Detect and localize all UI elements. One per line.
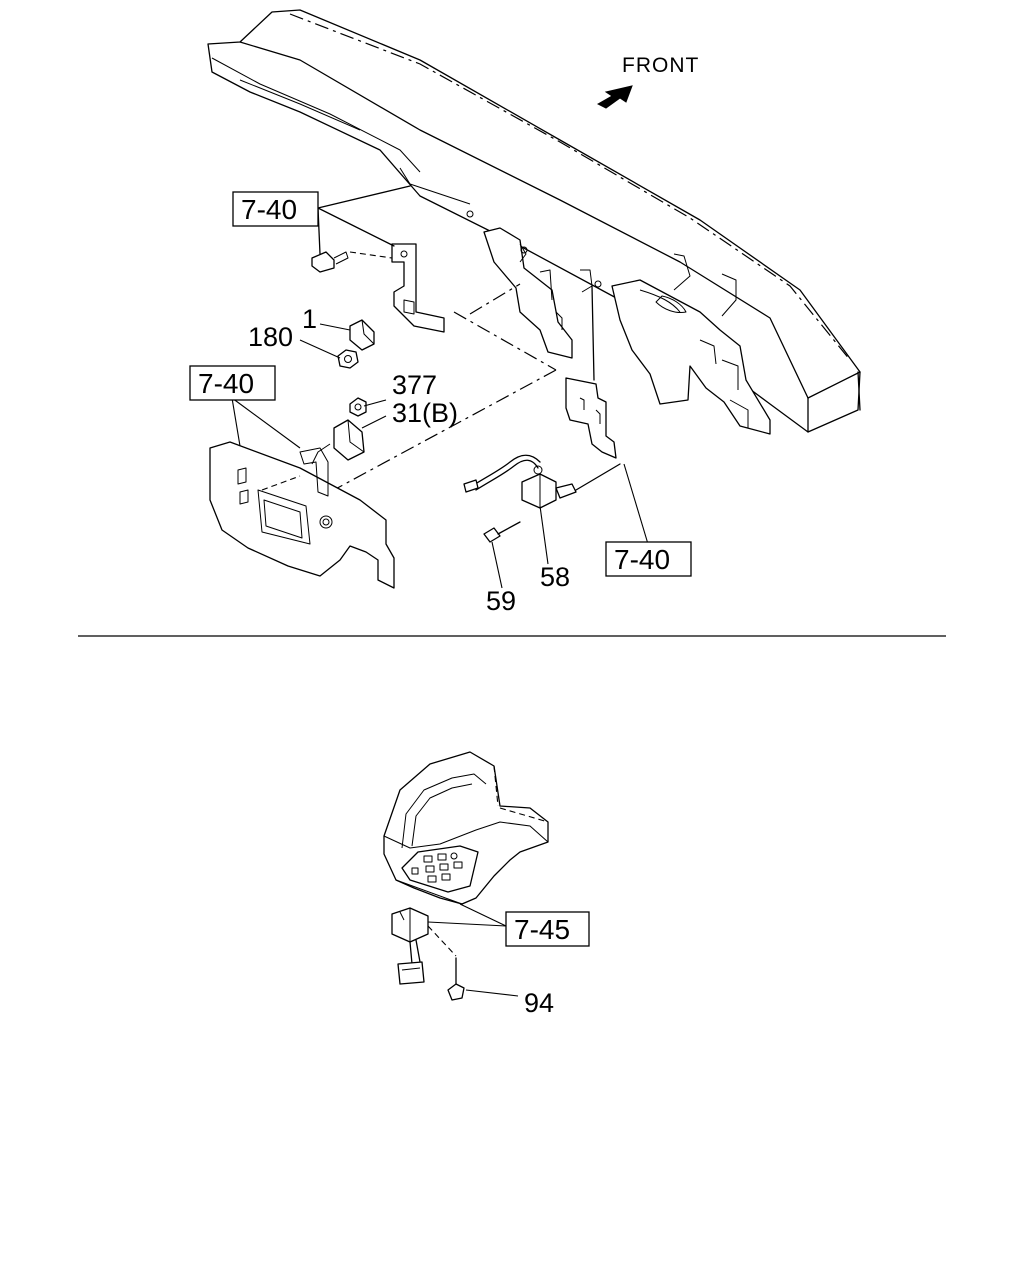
instrument-cover: [209, 441, 395, 589]
sensor-harness: [463, 454, 621, 509]
retainer-clip: [349, 319, 375, 351]
leader-lines-top: [231, 323, 649, 589]
part-label-59: 59: [486, 586, 516, 616]
switch-module: [311, 419, 365, 465]
ref-box-7-40-b: 7-40: [189, 365, 276, 401]
leader-lines-bottom: [427, 903, 507, 927]
ref-box-7-40-a: 7-40: [232, 191, 319, 227]
bolt: [311, 251, 349, 273]
dashboard-panel: [207, 9, 861, 435]
front-label: FRONT: [622, 54, 699, 77]
nut-180: [337, 349, 359, 369]
connector-lines-top: [317, 185, 595, 493]
part-label-180: 180: [248, 322, 293, 352]
svg-text:7-40: 7-40: [614, 544, 670, 575]
part-label-31b: 31(B): [392, 398, 458, 428]
front-arrow-icon: [596, 85, 633, 109]
part-label-1: 1: [302, 304, 317, 334]
svg-text:7-40: 7-40: [198, 368, 254, 399]
part-label-94: 94: [524, 988, 554, 1018]
console-switch: [391, 907, 457, 985]
support-bracket: [391, 243, 445, 333]
part-label-58: 58: [540, 562, 570, 592]
svg-text:7-45: 7-45: [514, 914, 570, 945]
ref-box-7-45: 7-45: [505, 911, 590, 947]
svg-text:7-40: 7-40: [241, 194, 297, 225]
center-stay-bracket: [565, 377, 617, 459]
part-label-377: 377: [392, 370, 437, 400]
screw-94: [447, 957, 519, 1001]
floor-console: [383, 751, 549, 905]
screw-59: [483, 521, 521, 543]
nut-377: [349, 397, 367, 417]
ref-box-7-40-c: 7-40: [605, 541, 692, 577]
